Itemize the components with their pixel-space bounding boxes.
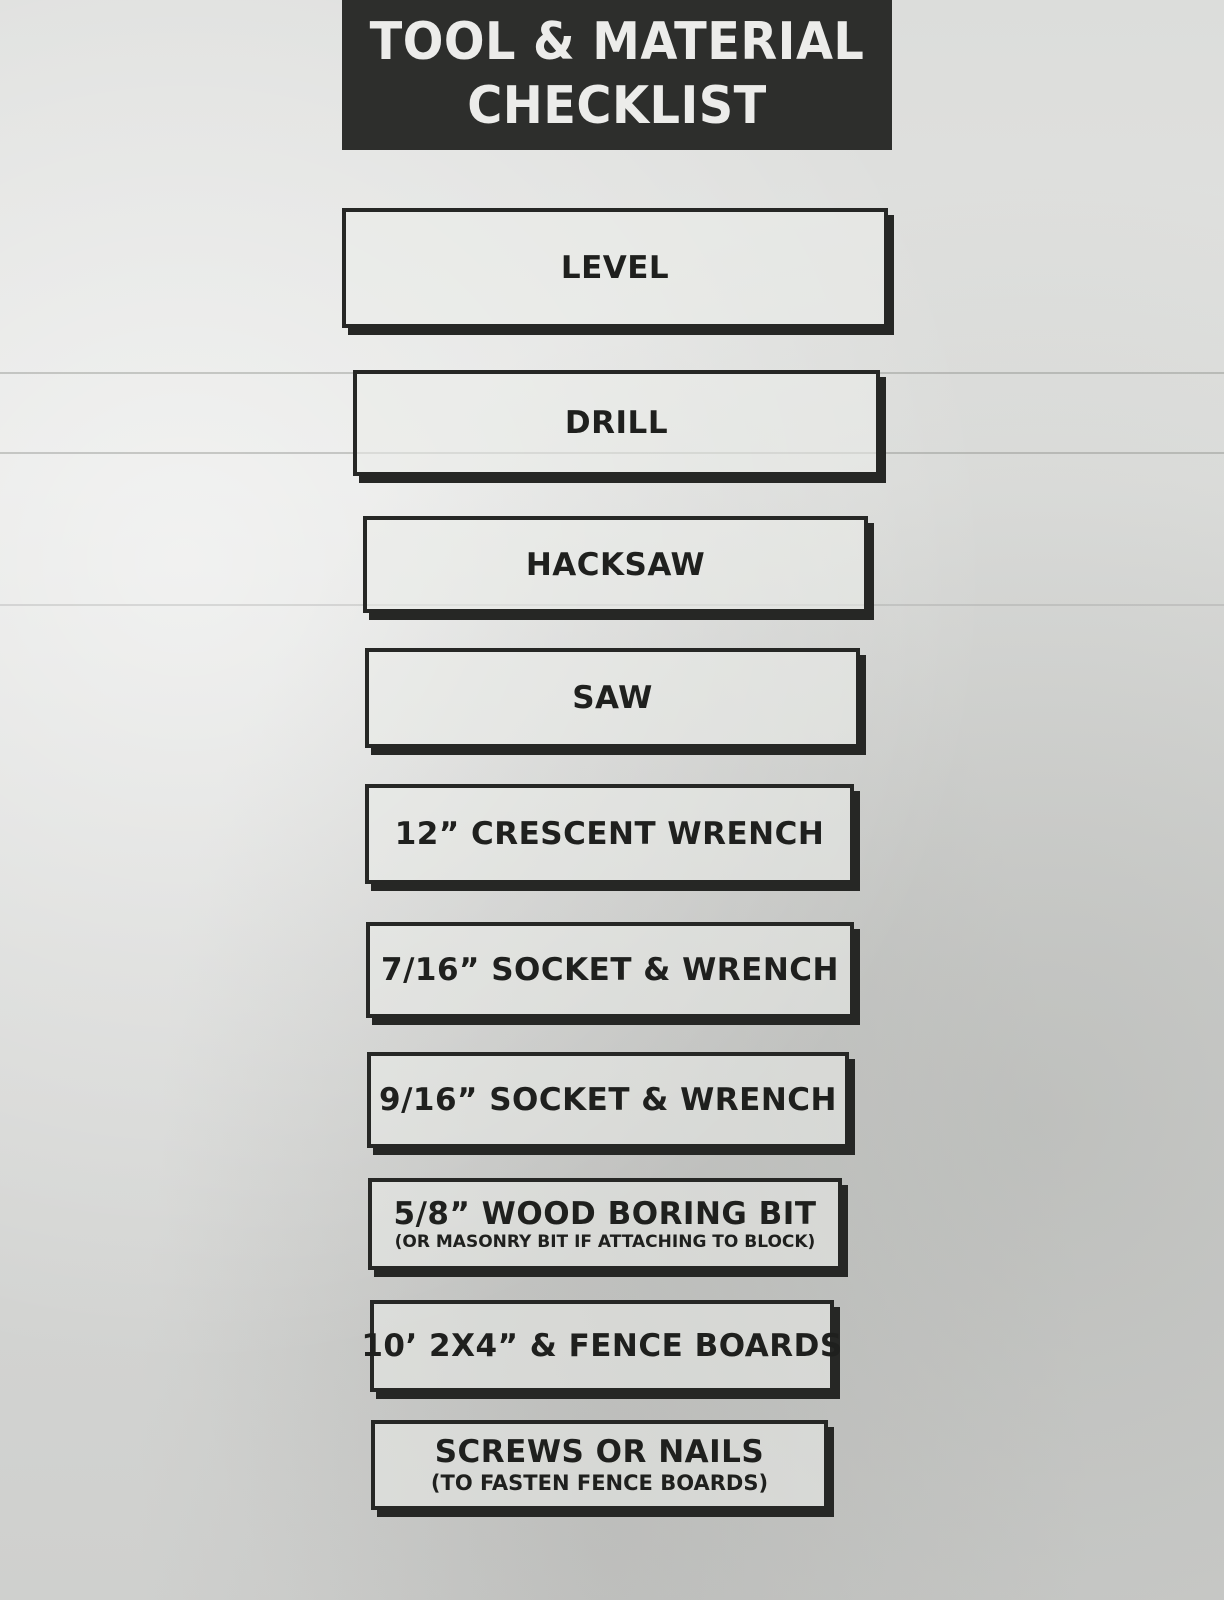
item-label: SAW [572, 680, 653, 716]
checklist-item-wood-boring-bit: 5/8” WOOD BORING BIT (OR MASONRY BIT IF … [368, 1178, 842, 1270]
item-label: SCREWS OR NAILS [434, 1434, 765, 1470]
header-title-line-2: CHECKLIST [467, 76, 767, 136]
item-label: 12” CRESCENT WRENCH [394, 816, 825, 852]
checklist-item-7-16-socket: 7/16” SOCKET & WRENCH [366, 922, 854, 1018]
header-title-line-1: TOOL & MATERIAL [369, 12, 865, 72]
item-label: LEVEL [560, 250, 670, 286]
checklist-item-hacksaw: HACKSAW [363, 516, 868, 613]
checklist-item-saw: SAW [365, 648, 860, 748]
item-label: 9/16” SOCKET & WRENCH [379, 1082, 837, 1118]
checklist-item-9-16-socket: 9/16” SOCKET & WRENCH [367, 1052, 849, 1148]
item-label: 5/8” WOOD BORING BIT [393, 1196, 817, 1232]
item-subtext: (TO FASTEN FENCE BOARDS) [430, 1471, 769, 1495]
checklist-item-drill: DRILL [353, 370, 880, 476]
item-label: 10’ 2X4” & FENCE BOARDS [361, 1328, 843, 1364]
checklist-header: TOOL & MATERIAL CHECKLIST [342, 0, 892, 150]
checklist-item-screws-or-nails: SCREWS OR NAILS (TO FASTEN FENCE BOARDS) [371, 1420, 828, 1510]
checklist-item-fence-boards: 10’ 2X4” & FENCE BOARDS [361, 1300, 842, 1392]
checklist-item-level: LEVEL [342, 208, 888, 328]
item-label: DRILL [564, 405, 669, 441]
item-label: HACKSAW [525, 546, 706, 583]
item-note: (OR MASONRY BIT IF ATTACHING TO BLOCK) [394, 1232, 816, 1252]
checklist-item-crescent-wrench: 12” CRESCENT WRENCH [365, 784, 854, 884]
item-label: 7/16” SOCKET & WRENCH [381, 952, 839, 988]
